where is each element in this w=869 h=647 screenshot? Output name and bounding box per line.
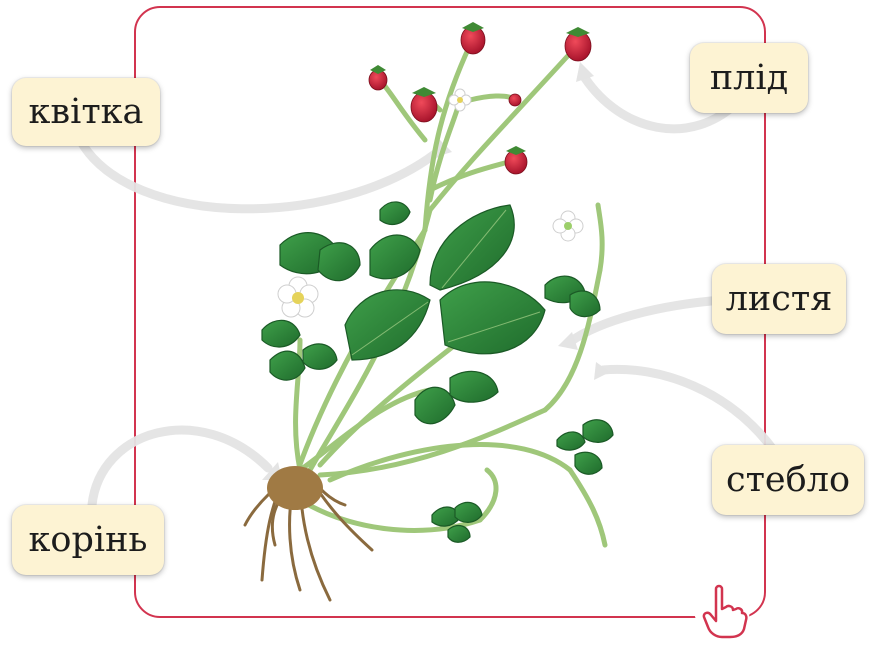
label-root: корінь <box>12 505 164 575</box>
label-fruit: плід <box>690 43 808 113</box>
arrow-root <box>92 430 268 505</box>
flower-main <box>278 277 318 317</box>
flower-right <box>553 211 583 241</box>
label-flower: квітка <box>12 78 160 146</box>
label-stem: стебло <box>712 445 864 515</box>
berry <box>509 94 521 106</box>
arrow-flower <box>80 140 440 209</box>
pointer-arrows <box>80 78 775 505</box>
arrow-stem <box>603 369 775 452</box>
root-crown <box>267 466 323 510</box>
pointing-hand-icon <box>694 581 750 637</box>
label-leaves: листя <box>712 264 846 334</box>
